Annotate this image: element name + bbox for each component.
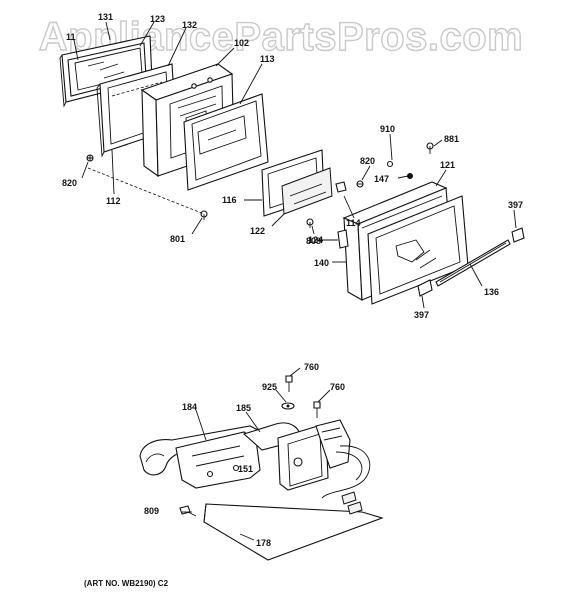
callout-760-right: 760	[330, 382, 345, 392]
callout-881: 881	[444, 134, 459, 144]
callout-116: 116	[222, 195, 237, 205]
callout-132: 132	[182, 20, 197, 30]
callout-184: 184	[182, 402, 197, 412]
upper-leader-lines	[73, 21, 517, 309]
art-number-label: (ART NO. WB2190) C2	[84, 579, 169, 588]
callout-102: 102	[234, 38, 249, 48]
window-frame-part	[59, 35, 153, 108]
upper-callout-labels: 131 123 132 11 102 113 820 112 910 881 8…	[62, 12, 523, 320]
door-latch-assembly: 760 925 760 184 185 151 809 178	[139, 362, 384, 561]
callout-185: 185	[236, 403, 251, 413]
callout-112: 112	[106, 196, 121, 206]
callout-910: 910	[380, 124, 395, 134]
callout-809: 809	[144, 506, 159, 516]
callout-151: 151	[238, 464, 253, 474]
callout-124: 124	[308, 235, 323, 245]
callout-808: 808	[306, 236, 321, 246]
lower-callout-labels: 760 925 760 184 185 151 809 178	[144, 362, 345, 548]
handle-rod-part	[435, 239, 511, 287]
latch-base-plate-part	[203, 503, 384, 561]
lower-leader-lines	[182, 367, 331, 541]
door-panel-part	[183, 93, 269, 191]
callout-820-left: 820	[62, 178, 77, 188]
callout-925: 925	[262, 382, 277, 392]
callout-140: 140	[314, 258, 329, 268]
callout-136: 136	[484, 287, 499, 297]
spacer-part	[335, 181, 347, 193]
callout-820-right: 820	[360, 156, 375, 166]
callout-123: 123	[150, 14, 165, 24]
callout-801: 801	[170, 234, 185, 244]
callout-397-right: 397	[508, 200, 523, 210]
callout-122: 122	[250, 226, 265, 236]
end-cap-part	[417, 227, 525, 297]
handle-end-part	[337, 229, 349, 249]
window-glass-part	[261, 149, 333, 217]
callout-11: 11	[66, 32, 76, 42]
callout-121: 121	[440, 160, 455, 170]
latch-motor-part	[277, 419, 351, 491]
latch-wire-harness	[321, 445, 371, 515]
callout-147: 147	[374, 174, 389, 184]
callout-178: 178	[256, 538, 271, 548]
callout-397-lower: 397	[414, 310, 429, 320]
callout-131: 131	[98, 12, 113, 22]
oven-door-assembly: 131 123 132 11 102 113 820 112 910 881 8…	[59, 12, 525, 320]
screw-parts	[86, 142, 434, 228]
callout-760-top: 760	[304, 362, 319, 372]
callout-113: 113	[260, 54, 275, 64]
callout-114: 114	[346, 218, 361, 228]
